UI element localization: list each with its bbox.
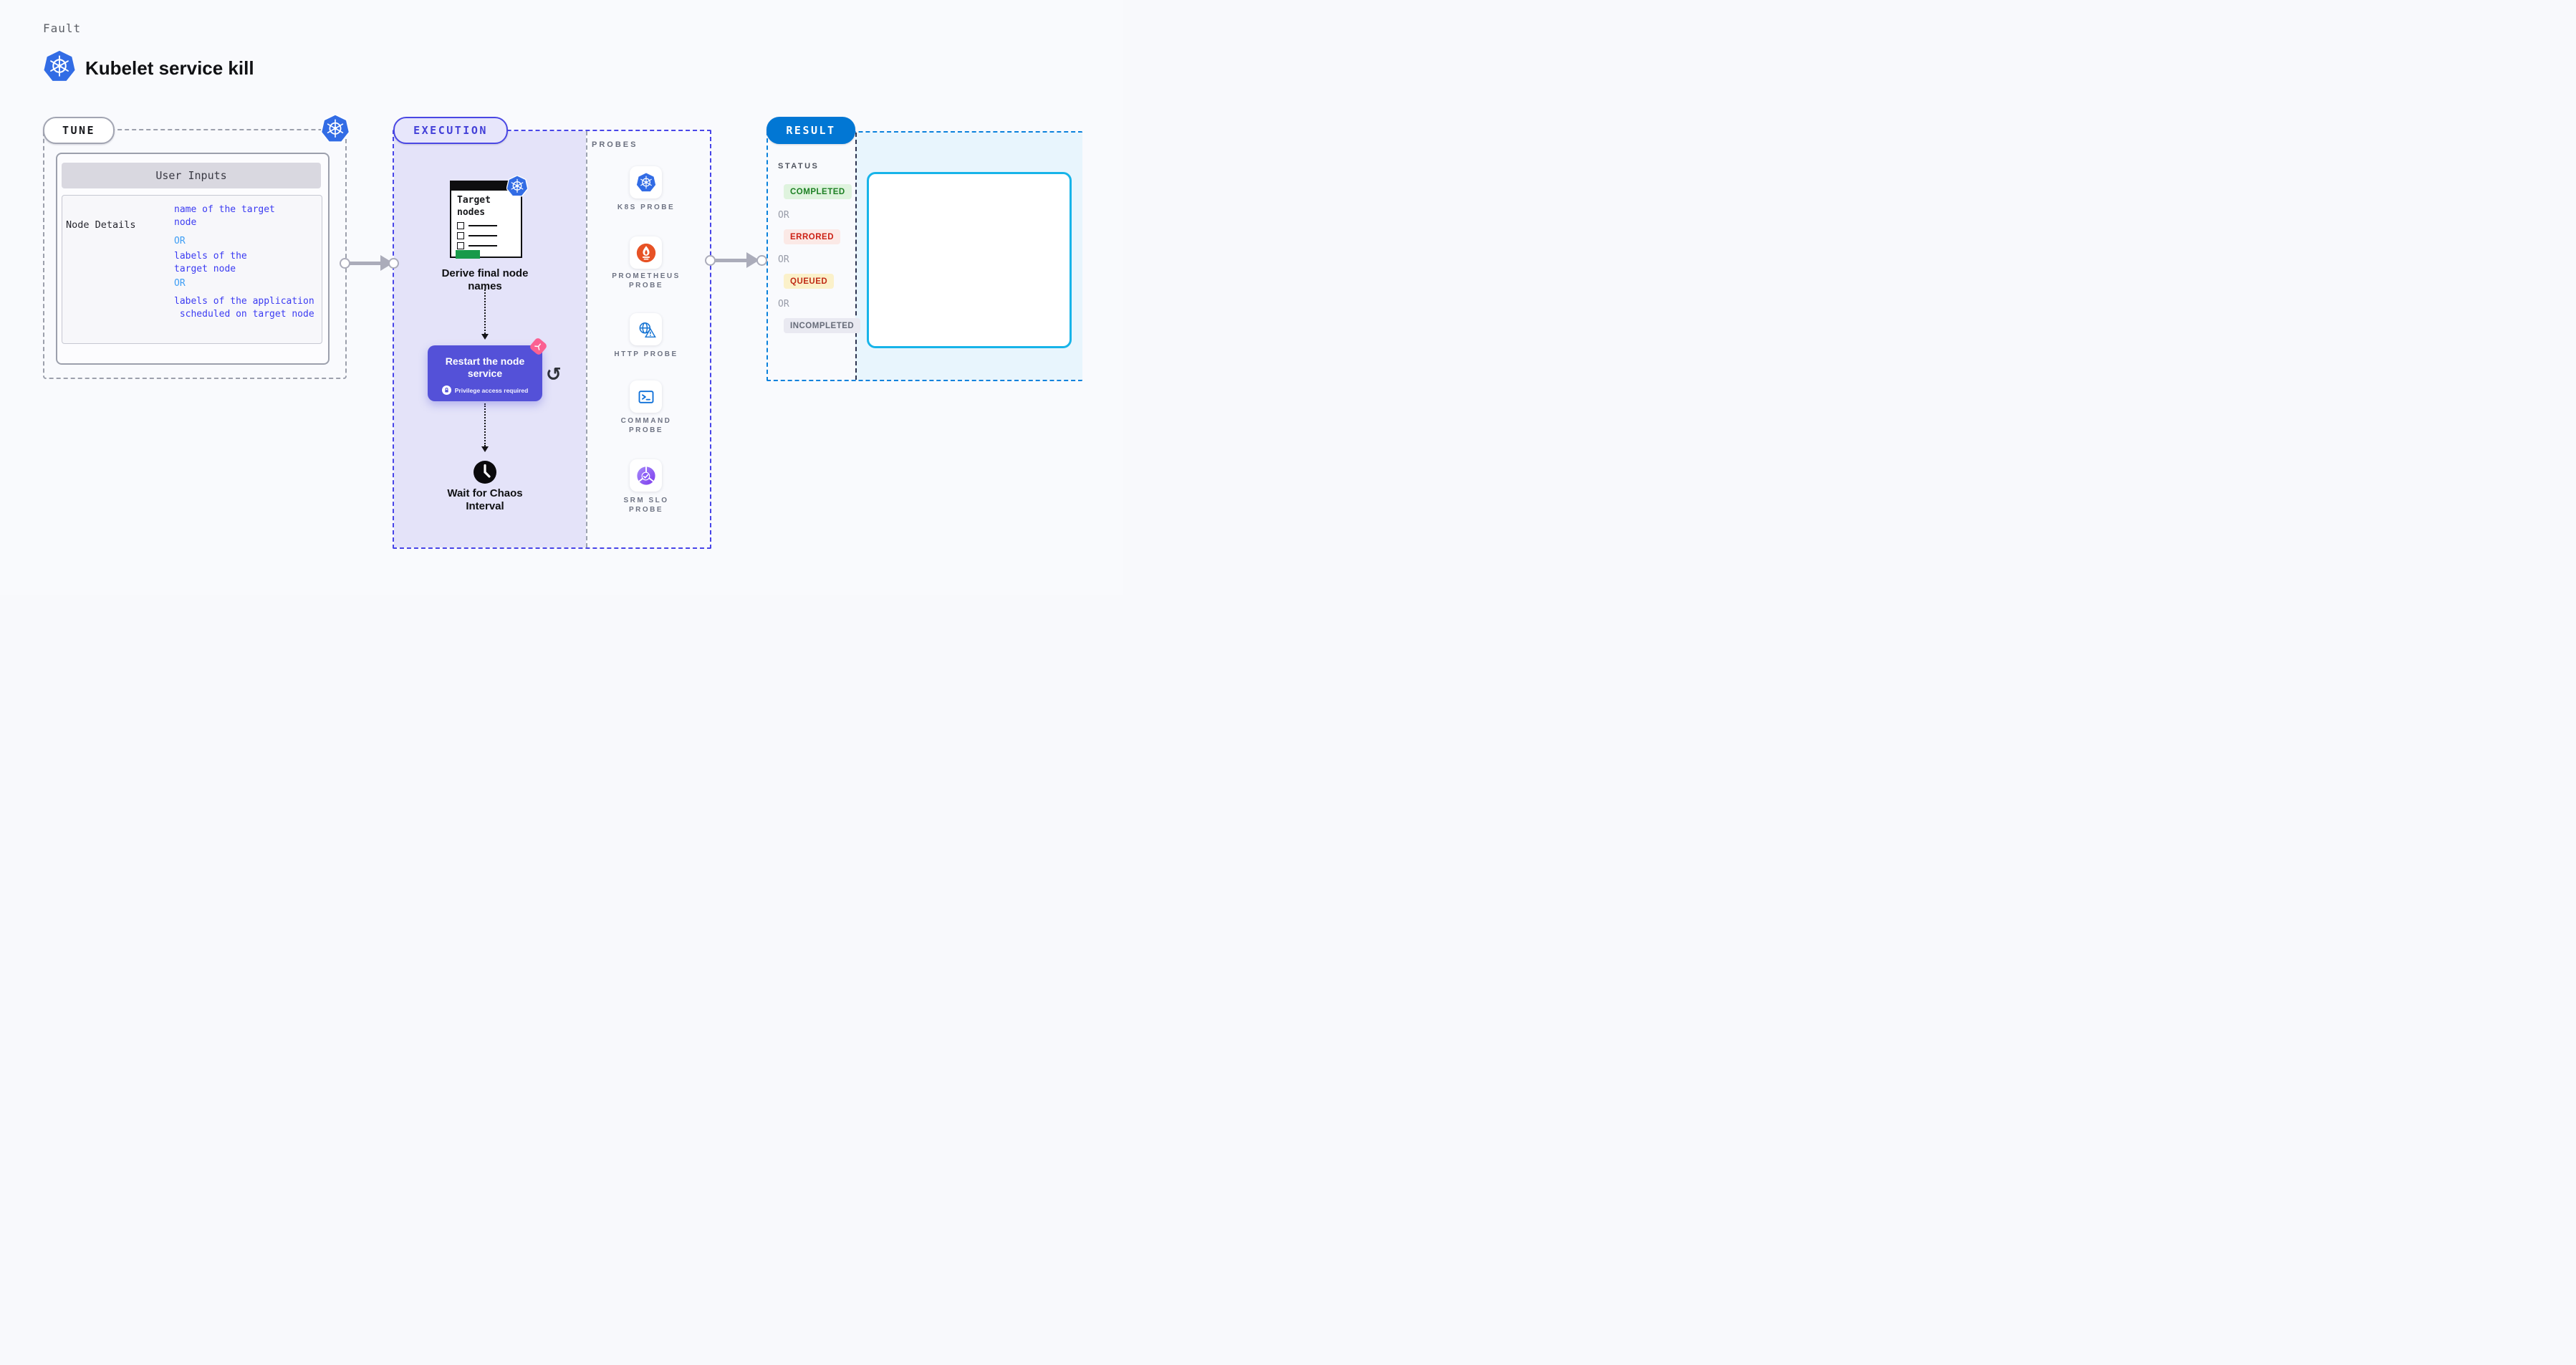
connector-dot — [388, 258, 399, 269]
node-details-label: Node Details — [66, 219, 136, 231]
dotted-connector-head — [481, 334, 489, 340]
flow-arrow-head — [746, 252, 759, 268]
checkbox-icon — [457, 232, 464, 239]
probes-title: PROBES — [592, 140, 638, 149]
status-badge-incompleted: INCOMPLETED — [784, 318, 861, 333]
slo-pie-check-icon — [636, 466, 656, 486]
execution-section-box — [393, 130, 711, 549]
kubernetes-icon — [636, 173, 656, 193]
status-title: STATUS — [778, 162, 820, 171]
kubernetes-icon — [321, 115, 350, 143]
probes-pane — [586, 131, 711, 547]
flow-arrow — [713, 259, 747, 262]
target-nodes-titlebar — [451, 182, 521, 191]
probe-card-prometheus — [630, 236, 662, 269]
action-title: Restart the node — [445, 355, 525, 367]
tune-section-box — [43, 129, 347, 379]
tune-or-label: OR — [174, 236, 186, 246]
privilege-note: Privilege access required — [454, 386, 529, 394]
probe-card-command — [630, 380, 662, 413]
result-pill: RESULT — [766, 117, 855, 144]
tune-option-line: labels of the application — [174, 296, 314, 307]
execution-pill: EXECUTION — [393, 117, 508, 144]
restart-node-service-step: Restart the node service Privilege acces… — [428, 345, 542, 401]
dotted-connector — [484, 289, 486, 334]
output-card — [867, 172, 1072, 348]
status-or-label: OR — [778, 299, 789, 310]
probe-card-srm-slo — [630, 459, 662, 492]
lock-icon — [441, 385, 451, 395]
dotted-connector — [484, 403, 486, 446]
refresh-icon: ↻ — [546, 364, 562, 385]
status-or-label: OR — [778, 210, 789, 221]
chaos-icon — [529, 337, 548, 356]
tune-option-line: scheduled on target node — [174, 309, 314, 320]
target-nodes-card: Target nodes — [450, 181, 522, 258]
status-badge-queued: QUEUED — [784, 274, 835, 289]
tune-option-line: target node — [174, 264, 236, 274]
checkbox-icon — [457, 222, 464, 229]
tune-option-line: name of the target — [174, 204, 275, 215]
page-title: Kubelet service kill — [85, 57, 254, 79]
dotted-connector-head — [481, 446, 489, 452]
status-badge-errored: ERRORED — [784, 229, 841, 244]
tune-pill: TUNE — [43, 117, 115, 144]
connector-dot — [705, 255, 716, 266]
tune-option-line: node — [174, 217, 197, 228]
fault-eyebrow: Fault — [43, 21, 82, 35]
status-or-label: OR — [778, 254, 789, 265]
terminal-icon — [636, 387, 656, 407]
tune-option-line: labels of the — [174, 251, 247, 262]
probe-label: K8S PROBE — [617, 203, 676, 211]
kubernetes-icon — [43, 50, 76, 83]
probe-label: HTTP PROBE — [614, 350, 678, 358]
node-details-table — [62, 195, 322, 344]
connector-dot — [756, 255, 767, 266]
flow-arrow — [347, 262, 381, 265]
probe-card-http — [630, 313, 662, 345]
target-nodes-title: Target — [457, 195, 491, 206]
status-badge-completed: COMPLETED — [784, 184, 852, 199]
prometheus-icon — [636, 243, 656, 263]
connector-dot — [340, 258, 350, 269]
tune-or-label: OR — [174, 278, 186, 289]
probe-card-k8s — [630, 166, 662, 198]
checkbox-icon — [457, 242, 464, 249]
user-inputs-header: User Inputs — [62, 163, 321, 188]
target-nodes-progress-bar — [456, 250, 480, 259]
diagram-canvas: Fault Kubelet service kill TUNE User Inp… — [0, 0, 1123, 595]
http-globe-warning-icon — [636, 320, 656, 340]
clock-icon — [472, 459, 498, 485]
kubernetes-icon — [506, 176, 528, 197]
